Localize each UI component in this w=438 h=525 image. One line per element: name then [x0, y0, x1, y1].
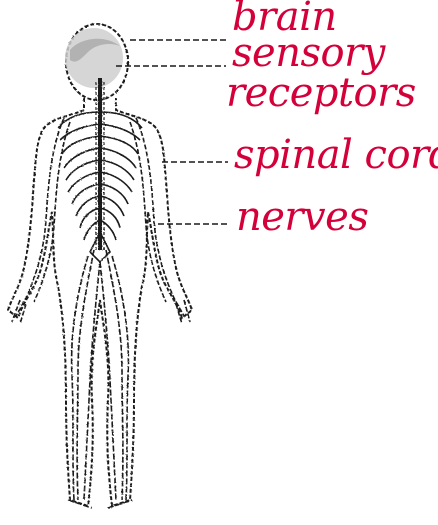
brain-shape — [65, 28, 123, 88]
labels: brain sensory receptors spinal cord nerv… — [226, 0, 438, 240]
label-nerves: nerves — [236, 194, 368, 240]
leg-nerves — [68, 250, 132, 508]
label-receptors: receptors — [226, 70, 416, 116]
label-spinal-cord: spinal cord — [234, 132, 438, 178]
spinal-cord — [96, 78, 104, 250]
